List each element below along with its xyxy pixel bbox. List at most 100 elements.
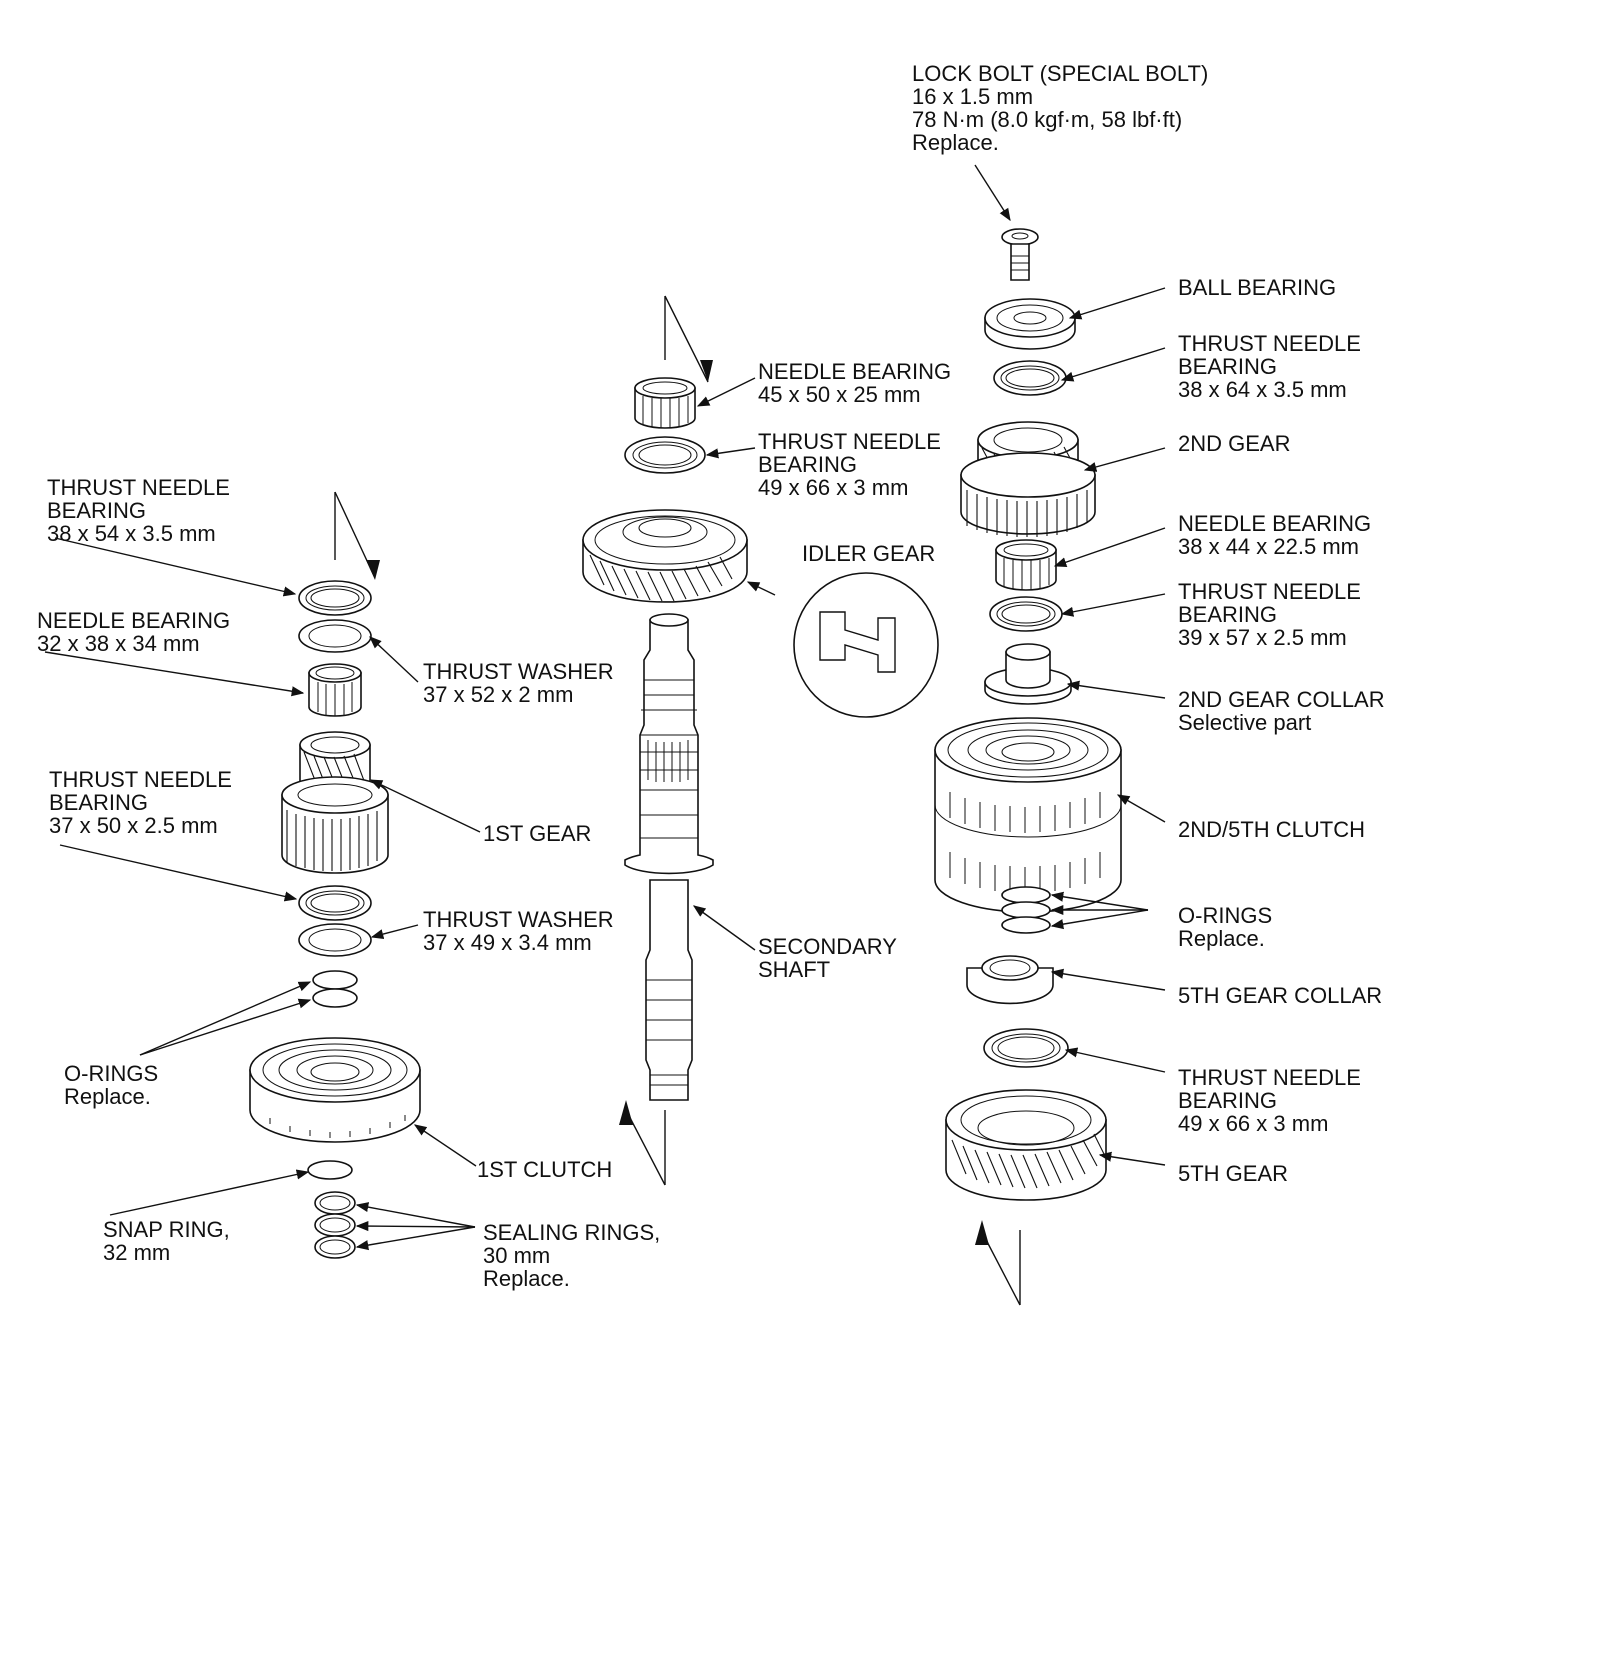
label-size: 38 x 54 x 3.5 mm — [47, 521, 216, 546]
right-axis-bottom — [975, 1220, 1021, 1306]
label-size: 32 mm — [103, 1240, 171, 1265]
label-size: 49 x 66 x 3 mm — [1178, 1111, 1329, 1136]
needle-bearing-32x38-part — [308, 663, 362, 717]
label-second-gear: 2ND GEAR — [1178, 432, 1290, 455]
label-note: Replace. — [1178, 926, 1265, 951]
label-name: THRUST WASHER — [423, 659, 614, 684]
label-name: SECONDARY — [758, 934, 897, 959]
label-second-gear-collar: 2ND GEAR COLLAR Selective part — [1178, 688, 1385, 734]
fifth-gear-collar-part — [966, 955, 1054, 1005]
label-name-2: BEARING — [1178, 602, 1278, 627]
label-size: 38 x 64 x 3.5 mm — [1178, 377, 1347, 402]
label-name: THRUST NEEDLE — [1178, 1065, 1361, 1090]
label-right-o-rings: O-RINGS Replace. — [1178, 904, 1272, 950]
label-size: 49 x 66 x 3 mm — [758, 475, 909, 500]
label-size: 32 x 38 x 34 mm — [37, 631, 200, 656]
lock-bolt-part — [974, 164, 1039, 281]
label-note: Replace. — [64, 1084, 151, 1109]
right-leader-lines — [1050, 287, 1166, 1166]
label-size: 37 x 50 x 2.5 mm — [49, 813, 218, 838]
label-name: THRUST NEEDLE — [47, 475, 230, 500]
label-name: SNAP RING, — [103, 1217, 230, 1242]
label-name-2: BEARING — [1178, 354, 1278, 379]
thrust-needle-bearing-39x57-part — [989, 596, 1063, 632]
label-size: 39 x 57 x 2.5 mm — [1178, 625, 1347, 650]
label-thrust-needle-bearing-38x54: THRUST NEEDLE BEARING 38 x 54 x 3.5 mm — [47, 476, 230, 545]
label-name: 5TH GEAR COLLAR — [1178, 983, 1383, 1008]
label-thrust-washer-37x49: THRUST WASHER 37 x 49 x 3.4 mm — [423, 908, 614, 954]
label-name: LOCK BOLT (SPECIAL BOLT) — [912, 61, 1209, 86]
label-name-2: BEARING — [47, 498, 147, 523]
needle-bearing-45x50-part — [634, 377, 696, 429]
label-note: Replace. — [912, 130, 999, 155]
label-needle-bearing-38x44: NEEDLE BEARING 38 x 44 x 22.5 mm — [1178, 512, 1371, 558]
label-note: Selective part — [1178, 710, 1312, 735]
label-name: THRUST NEEDLE — [49, 767, 232, 792]
label-size: 45 x 50 x 25 mm — [758, 382, 921, 407]
label-snap-ring: SNAP RING, 32 mm — [103, 1218, 230, 1264]
label-name: 2ND/5TH CLUTCH — [1178, 817, 1366, 842]
label-thrust-washer-37x52: THRUST WASHER 37 x 52 x 2 mm — [423, 660, 614, 706]
label-first-gear: 1ST GEAR — [483, 822, 591, 845]
left-assembly-axis — [334, 491, 380, 580]
sealing-rings-30mm-part — [314, 1191, 356, 1259]
thrust-needle-bearing-38x64-part — [993, 360, 1067, 396]
left-o-rings-part — [312, 970, 358, 1008]
label-ball-bearing: BALL BEARING — [1178, 276, 1336, 299]
needle-bearing-38x44-part — [995, 539, 1057, 591]
label-name: THRUST WASHER — [423, 907, 614, 932]
label-needle-bearing-32x38: NEEDLE BEARING 32 x 38 x 34 mm — [37, 609, 230, 655]
fifth-gear-part — [945, 1089, 1107, 1201]
label-name: O-RINGS — [64, 1061, 159, 1086]
label-lock-bolt: LOCK BOLT (SPECIAL BOLT) 16 x 1.5 mm 78 … — [912, 62, 1208, 154]
thrust-washer-37x49-part — [298, 923, 372, 957]
first-clutch-part — [249, 1037, 421, 1143]
label-name: O-RINGS — [1178, 903, 1273, 928]
label-name: NEEDLE BEARING — [758, 359, 952, 384]
label-sealing-rings: SEALING RINGS, 30 mm Replace. — [483, 1221, 660, 1290]
label-secondary-shaft: SECONDARY SHAFT — [758, 935, 897, 981]
label-size: 16 x 1.5 mm — [912, 84, 1034, 109]
thrust-washer-37x52-part — [298, 619, 372, 653]
label-name-2: BEARING — [1178, 1088, 1278, 1113]
label-name: 2ND GEAR — [1178, 431, 1291, 456]
label-name: NEEDLE BEARING — [1178, 511, 1372, 536]
label-name-2: SHAFT — [758, 957, 831, 982]
label-thrust-needle-bearing-39x57: THRUST NEEDLE BEARING 39 x 57 x 2.5 mm — [1178, 580, 1361, 649]
label-fifth-gear: 5TH GEAR — [1178, 1162, 1288, 1185]
label-name: 1ST CLUTCH — [477, 1157, 613, 1182]
idler-gear-section-detail — [746, 572, 939, 718]
label-name: BALL BEARING — [1178, 275, 1337, 300]
label-name-2: BEARING — [758, 452, 858, 477]
label-thrust-needle-bearing-38x64: THRUST NEEDLE BEARING 38 x 64 x 3.5 mm — [1178, 332, 1361, 401]
center-axis-bottom — [619, 1100, 666, 1186]
label-fifth-gear-collar: 5TH GEAR COLLAR — [1178, 984, 1382, 1007]
label-name: THRUST NEEDLE — [1178, 331, 1361, 356]
label-name: 1ST GEAR — [483, 821, 592, 846]
thrust-needle-bearing-37x50-part — [298, 885, 372, 921]
label-first-clutch: 1ST CLUTCH — [477, 1158, 612, 1181]
label-note: Replace. — [483, 1266, 570, 1291]
thrust-needle-bearing-49x66-center-part — [624, 436, 706, 474]
label-thrust-needle-bearing-49x66-right: THRUST NEEDLE BEARING 49 x 66 x 3 mm — [1178, 1066, 1361, 1135]
center-axis-top — [664, 295, 713, 383]
label-name: IDLER GEAR — [802, 541, 936, 566]
ball-bearing-part — [984, 298, 1076, 350]
thrust-needle-bearing-38x54-part — [298, 580, 372, 616]
second-gear-part — [960, 421, 1096, 537]
second-gear-collar-part — [984, 643, 1072, 705]
label-size: 37 x 49 x 3.4 mm — [423, 930, 592, 955]
left-leader-lines — [44, 537, 481, 1251]
label-size: 38 x 44 x 22.5 mm — [1178, 534, 1359, 559]
label-torque: 78 N·m (8.0 kgf·m, 58 lbf·ft) — [912, 107, 1183, 132]
label-name: SEALING RINGS, — [483, 1220, 661, 1245]
label-name: THRUST NEEDLE — [1178, 579, 1361, 604]
label-size: 30 mm — [483, 1243, 551, 1268]
label-thrust-needle-bearing-37x50: THRUST NEEDLE BEARING 37 x 50 x 2.5 mm — [49, 768, 232, 837]
snap-ring-32mm-part — [307, 1160, 353, 1180]
label-thrust-needle-bearing-49x66-center: THRUST NEEDLE BEARING 49 x 66 x 3 mm — [758, 430, 941, 499]
center-leader-lines — [692, 377, 756, 951]
idler-gear-part — [582, 509, 748, 603]
label-name: 5TH GEAR — [1178, 1161, 1289, 1186]
